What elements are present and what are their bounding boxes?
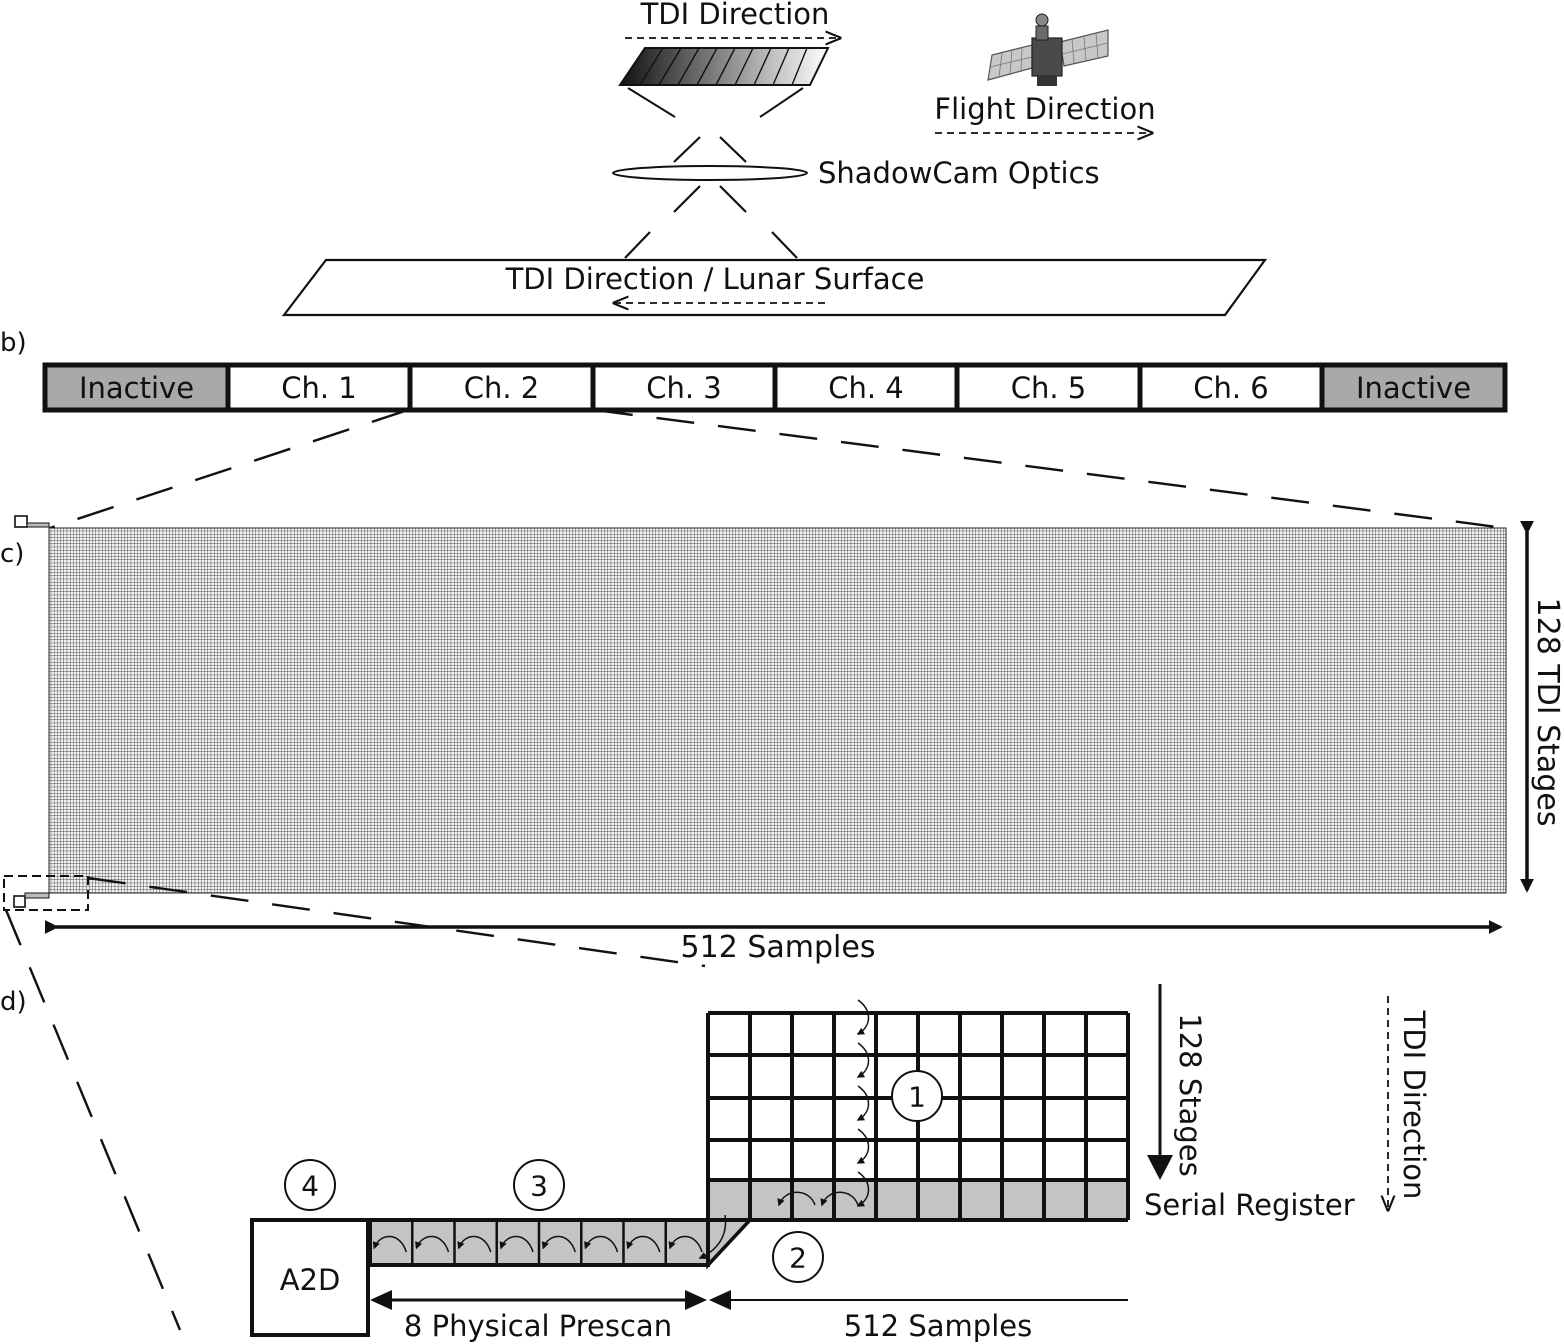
lunar-surface-plane — [281, 258, 1268, 317]
segment-label: Ch. 2 — [464, 371, 540, 405]
detector-strip — [618, 47, 830, 86]
panel-b: b) Inactive Ch. 1 Ch. 2 Ch. 3 Ch. 4 Ch. 5 Ch. … — [0, 328, 1508, 413]
panel-d: d) A2D 1 2 3 4 — [0, 984, 1431, 1343]
tdi-direction-label-d: TDI Direction — [1397, 1010, 1431, 1200]
panel-c-tag: c) — [0, 539, 24, 569]
stages-label-d: 128 Stages — [1173, 1013, 1207, 1176]
segment-label: Ch. 4 — [828, 371, 904, 405]
svg-text:1: 1 — [908, 1081, 926, 1114]
optics-label: ShadowCam Optics — [818, 156, 1100, 190]
svg-text:4: 4 — [301, 1170, 319, 1203]
step-3: 3 — [513, 1159, 565, 1211]
segment-channel — [772, 362, 960, 413]
spacecraft-icon — [987, 13, 1109, 86]
flight-direction-label: Flight Direction — [934, 92, 1155, 126]
zoom-lines-bc — [49, 408, 1506, 530]
step-2: 2 — [772, 1231, 824, 1283]
segment-inactive — [1319, 362, 1508, 413]
svg-text:3: 3 — [530, 1170, 548, 1203]
segment-channel — [954, 362, 1143, 413]
prescan-marker-top — [14, 515, 28, 528]
a2d-box — [250, 1218, 370, 1337]
segment-label: Inactive — [79, 371, 194, 405]
pixel-grid — [706, 1011, 1130, 1222]
pixel-array — [48, 527, 1507, 894]
step-1: 1 — [891, 1070, 943, 1122]
samples-label-c: 512 Samples — [681, 930, 876, 965]
panel-a: TDI Direction ShadowCam Optics — [281, 0, 1268, 317]
segment-label: Ch. 5 — [1011, 371, 1087, 405]
segment-label: Ch. 1 — [281, 371, 357, 405]
prescan-marker-bottom — [13, 895, 26, 908]
zoom-box — [3, 875, 89, 911]
panel-b-tag: b) — [0, 328, 27, 358]
a2d-label: A2D — [280, 1263, 341, 1297]
zoom-lines-cd — [4, 876, 706, 1331]
segment-label: Inactive — [1356, 371, 1471, 405]
tdi-stages-label: 128 TDI Stages — [1530, 598, 1564, 827]
prescan-label: 8 Physical Prescan — [404, 1309, 672, 1343]
segment-channel — [1137, 362, 1325, 413]
tdi-direction-top-label: TDI Direction — [640, 0, 830, 31]
segment-label: Ch. 3 — [646, 371, 722, 405]
panel-c: c) 128 TDI Stages 512 Samples — [0, 515, 1564, 965]
lunar-surface-label: TDI Direction / Lunar Surface — [505, 262, 925, 296]
segment-inactive — [42, 362, 231, 413]
svg-text:2: 2 — [789, 1242, 807, 1275]
samples-label-d: 512 Samples — [844, 1309, 1032, 1343]
panel-d-tag: d) — [0, 987, 27, 1017]
segment-label: Ch. 6 — [1193, 371, 1269, 405]
optics-lens — [612, 165, 808, 181]
step-4: 4 — [284, 1159, 336, 1211]
serial-register-label: Serial Register — [1144, 1188, 1355, 1222]
channel-bar: Inactive Ch. 1 Ch. 2 Ch. 3 Ch. 4 Ch. 5 Ch. 6 In… — [42, 362, 1508, 413]
